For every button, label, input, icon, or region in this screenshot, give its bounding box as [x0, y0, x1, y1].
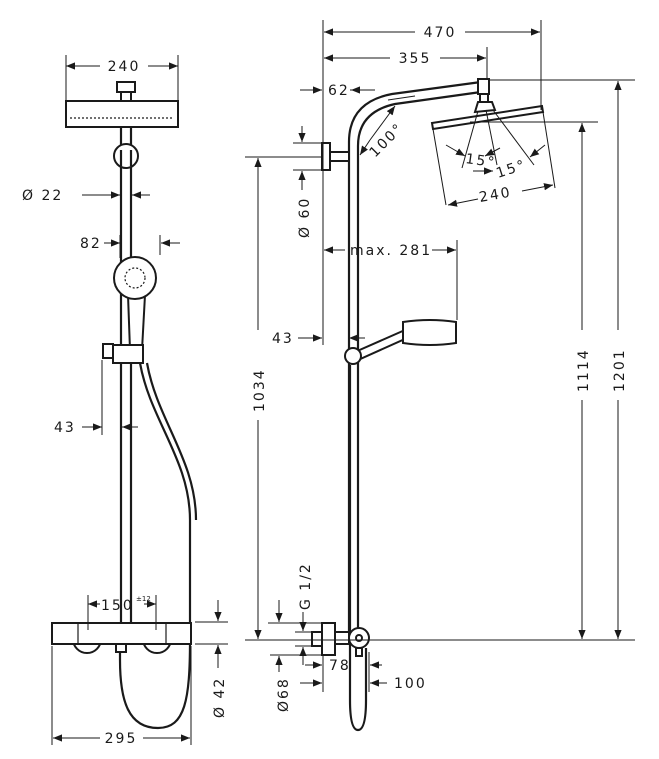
riser-and-arm [347, 80, 482, 638]
dimension-flange-diameter: Ø 60 [293, 126, 321, 238]
dim-label: 82 [80, 236, 102, 252]
dimension-spray-angle: 15° 15° [445, 144, 546, 182]
hand-shower-front [102, 256, 157, 364]
dim-label: Ø 60 [297, 197, 313, 238]
dimension-pipe-diameter: Ø 22 [22, 188, 150, 204]
dimension-thermostat-spacing: 150 ±12 [87, 595, 157, 630]
dim-label: 1114 [576, 348, 592, 392]
dim-label: 78 [329, 658, 351, 674]
dim-label: max. 281 [350, 243, 432, 259]
overhead-shower-side [430, 104, 556, 206]
dimension-head-width-side: 240 [447, 183, 554, 207]
dim-tolerance: ±12 [136, 595, 151, 603]
dimension-hand-shower-wall-offset: 43 [272, 331, 365, 347]
dimension-connector-diameter: Ø68 [270, 647, 321, 712]
dim-label: Ø 22 [22, 188, 63, 204]
hose-side [348, 365, 368, 732]
dim-label: 15° [494, 157, 528, 182]
dimension-arm-projection: 355 [324, 47, 488, 80]
dim-label: Ø68 [276, 677, 292, 712]
dimension-hand-shower-offset: 82 [80, 235, 180, 258]
dim-label: 240 [478, 184, 513, 205]
side-view: 470 355 62 Ø 60 100° [245, 20, 635, 732]
dimension-height-total: 1201 [490, 79, 635, 639]
thermostat-side [311, 622, 370, 657]
dim-label: 43 [54, 420, 76, 436]
dimension-hand-shower-reach: max. 281 [324, 240, 458, 320]
dimension-height-bracket: 1034 [245, 156, 321, 639]
dim-label: 1034 [252, 368, 268, 412]
dim-label: 15° [464, 151, 497, 171]
dim-label: 100° [367, 120, 408, 161]
dim-label: 295 [105, 731, 138, 747]
front-view: 240 Ø 22 82 43 150 ±12 [22, 55, 228, 747]
dim-label: 470 [424, 25, 457, 41]
thermostat-front [51, 622, 192, 654]
dim-label: 1201 [612, 348, 628, 392]
dimension-connector-depth: 78 100 [300, 652, 427, 692]
dim-label: 150 [101, 598, 134, 614]
dimension-overall-projection: 470 [324, 20, 542, 110]
dimension-slider-offset: 43 [54, 360, 138, 436]
hand-shower-side [344, 319, 457, 365]
dimension-head-width: 240 [65, 55, 179, 100]
dimension-thermostat-width: 295 [51, 646, 192, 747]
dimension-thermostat-diameter: Ø 42 [195, 600, 228, 718]
hose-front [118, 362, 192, 730]
dim-label: 43 [272, 331, 294, 347]
dim-label: 355 [399, 51, 432, 67]
dim-label: 240 [108, 59, 141, 75]
dimension-wall-offset: 62 [300, 83, 375, 99]
dimension-connection-thread: G 1/2 [268, 562, 321, 647]
dim-label: G 1/2 [298, 562, 314, 610]
dim-label: Ø 42 [212, 677, 228, 718]
overhead-shower-front [65, 81, 179, 128]
dim-label: 62 [328, 83, 350, 99]
dimension-height-head: 1114 [470, 121, 598, 639]
dim-label: 100 [394, 676, 427, 692]
